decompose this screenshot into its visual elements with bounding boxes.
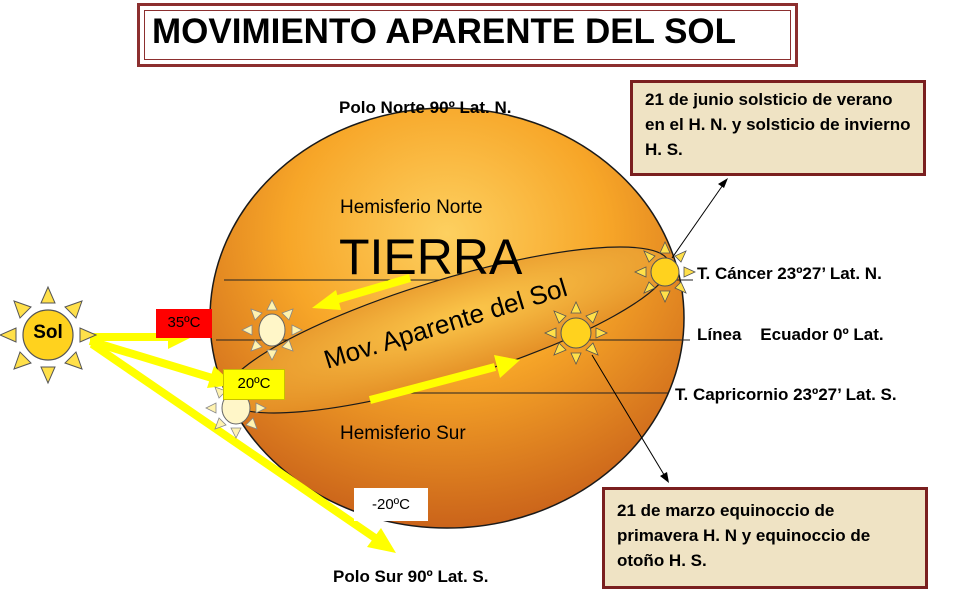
pointer-june-head [718,178,728,188]
tropic-capricorn-label: T. Capricornio 23º27’ Lat. S. [675,385,897,404]
tropic-cancer-label: T. Cáncer 23º27’ Lat. N. [697,264,882,283]
pointer-march [591,354,667,479]
pointer-june [671,181,726,259]
path-arrow-bottom [368,355,520,404]
sun-icon [634,241,696,303]
title-frame [137,3,798,67]
page-title: MOVIMIENTO APARENTE DEL SOL [152,12,737,51]
sun-label: Sol [33,322,63,343]
sun-icon [544,301,608,365]
earth-label: TIERRA [339,229,523,285]
temperature-box-mild: 20ºC [223,369,285,400]
sun-source-icon [0,285,98,385]
north-hemisphere-label: Hemisferio Norte [340,197,483,218]
pointer-march-head [660,472,669,483]
temperature-box-cold: -20ºC [354,488,428,521]
temperature-box-hot: 35ºC [156,309,212,338]
ray-arrow-3 [89,340,396,553]
south-pole-label: Polo Sur 90º Lat. S. [333,567,489,586]
sun-icon [205,377,267,439]
equator-label: Línea Ecuador 0º Lat. [697,325,884,344]
south-hemisphere-label: Hemisferio Sur [340,423,466,444]
june-solstice-note: 21 de junio solsticio de verano en el H.… [630,80,926,176]
north-pole-label: Polo Norte 90º Lat. N. [339,98,512,117]
path-arrow-top [312,274,412,310]
march-equinox-note: 21 de marzo equinoccio de primavera H. N… [602,487,928,589]
sun-icon [241,299,303,361]
